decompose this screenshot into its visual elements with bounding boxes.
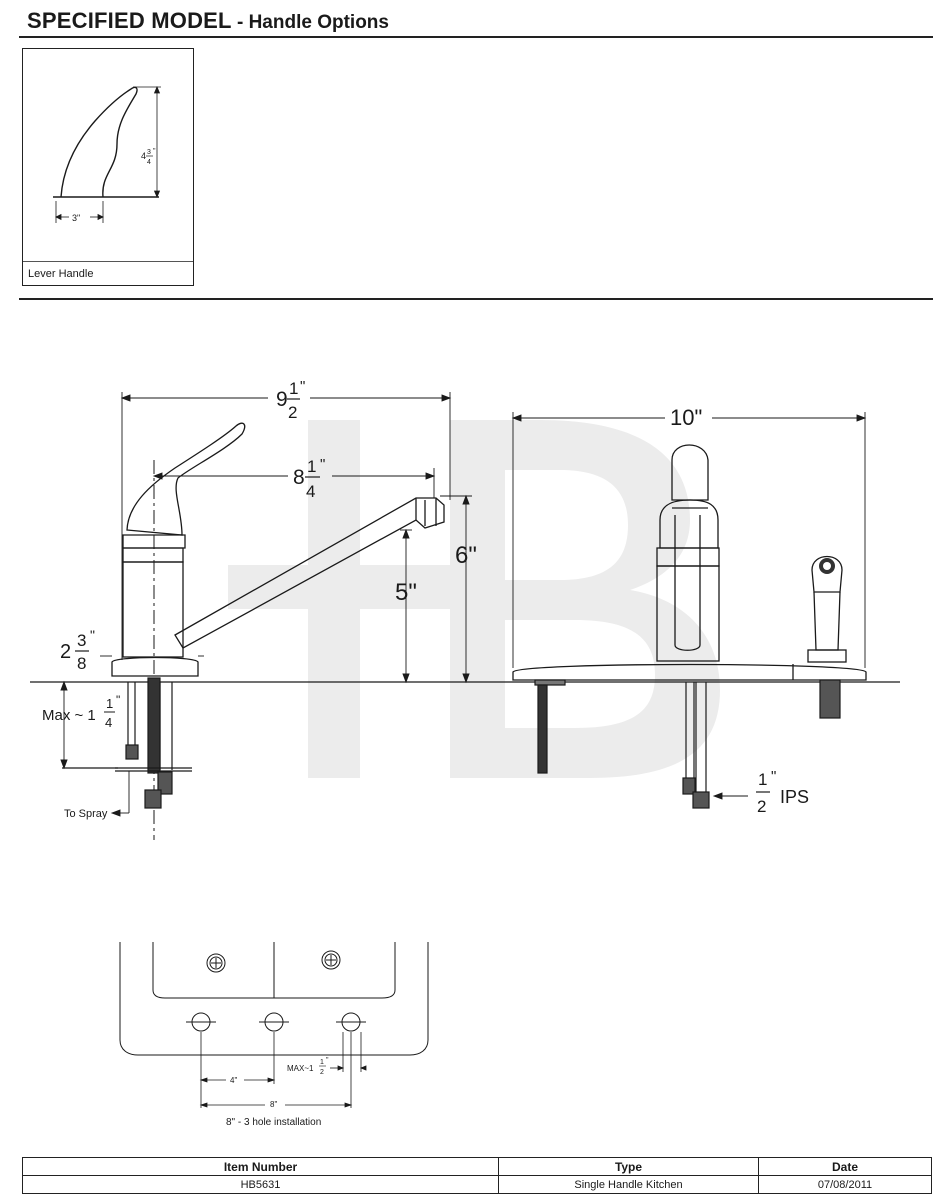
handle-height-mark: " [153, 148, 156, 155]
max-spacing-mark: " [326, 1057, 329, 1064]
overall-length-den: 2 [288, 403, 297, 422]
handle-height-den: 4 [147, 159, 151, 166]
reach-num: 1 [307, 457, 316, 476]
clearance-label: 5" [395, 579, 417, 606]
cell-type: Single Handle Kitchen [498, 1175, 759, 1194]
title-main: SPECIFIED MODEL [27, 8, 232, 33]
spec-table: Item Number Type Date HB5631 Single Hand… [22, 1157, 932, 1194]
plate-dimensions [199, 1032, 367, 1108]
cell-item-number: HB5631 [22, 1175, 499, 1194]
handle-height-num: 3 [147, 149, 151, 156]
cell-date: 07/08/2011 [758, 1175, 932, 1194]
max-spacing-num: 1 [320, 1059, 324, 1066]
handle-width: 3" [72, 213, 80, 223]
side-dimensions [60, 392, 472, 817]
front-view-faucet [512, 444, 867, 681]
side-view-faucet [111, 422, 445, 677]
base-height-den: 8 [77, 654, 86, 673]
overall-length-whole: 9 [276, 388, 288, 411]
ips-den: 2 [757, 797, 766, 816]
plate-caption: 8" - 3 hole installation [226, 1117, 321, 1128]
ips-mark: " [771, 768, 776, 785]
front-dimensions [511, 412, 867, 800]
table-row: HB5631 Single Handle Kitchen 07/08/2011 [22, 1175, 932, 1194]
spout-height-label: 6" [455, 542, 477, 569]
front-width-label: 10" [670, 405, 702, 430]
header-type: Type [498, 1157, 759, 1176]
title-sub: - Handle Options [231, 12, 389, 33]
handle-card-divider [23, 261, 193, 262]
deck-thickness-mark: " [116, 693, 120, 707]
ips-suffix: IPS [780, 787, 809, 807]
max-spacing-den: 2 [320, 1069, 324, 1076]
handle-height-whole: 4 [141, 151, 146, 161]
overall-length-mark: " [300, 378, 305, 395]
page-title: SPECIFIED MODEL - Handle Options [27, 8, 389, 34]
reach-mark: " [320, 456, 325, 473]
overall-length-num: 1 [289, 379, 298, 398]
ips-num: 1 [758, 770, 767, 789]
reach-den: 4 [306, 482, 315, 501]
base-height-num: 3 [77, 631, 86, 650]
reach-whole: 8 [293, 466, 305, 489]
spec-table-header: Item Number Type Date [22, 1157, 932, 1176]
header-date: Date [758, 1157, 932, 1176]
deck-thickness-prefix: Max ~ 1 [42, 707, 96, 724]
header-item-number: Item Number [22, 1157, 499, 1176]
lever-handle-drawing: 4 3 4 " 3" [53, 85, 161, 223]
base-height-whole: 2 [60, 641, 71, 663]
handle-option-card: 4 3 4 " 3" Lever Handle [22, 48, 194, 286]
header-rule [19, 36, 933, 38]
side-supply-lines [62, 677, 192, 809]
hole-spacing-label: 4" [230, 1076, 237, 1085]
max-spacing-prefix: MAX~1 [287, 1064, 314, 1073]
section-rule [19, 298, 933, 300]
watermark [228, 420, 720, 778]
deck-thickness-num: 1 [106, 696, 113, 711]
to-spray-label: To Spray [64, 808, 108, 820]
front-supply-lines [534, 679, 841, 809]
deck-thickness-den: 4 [105, 715, 112, 730]
span-label: 8" [270, 1100, 277, 1109]
handle-option-label: Lever Handle [28, 268, 94, 280]
base-height-mark: " [90, 627, 95, 643]
